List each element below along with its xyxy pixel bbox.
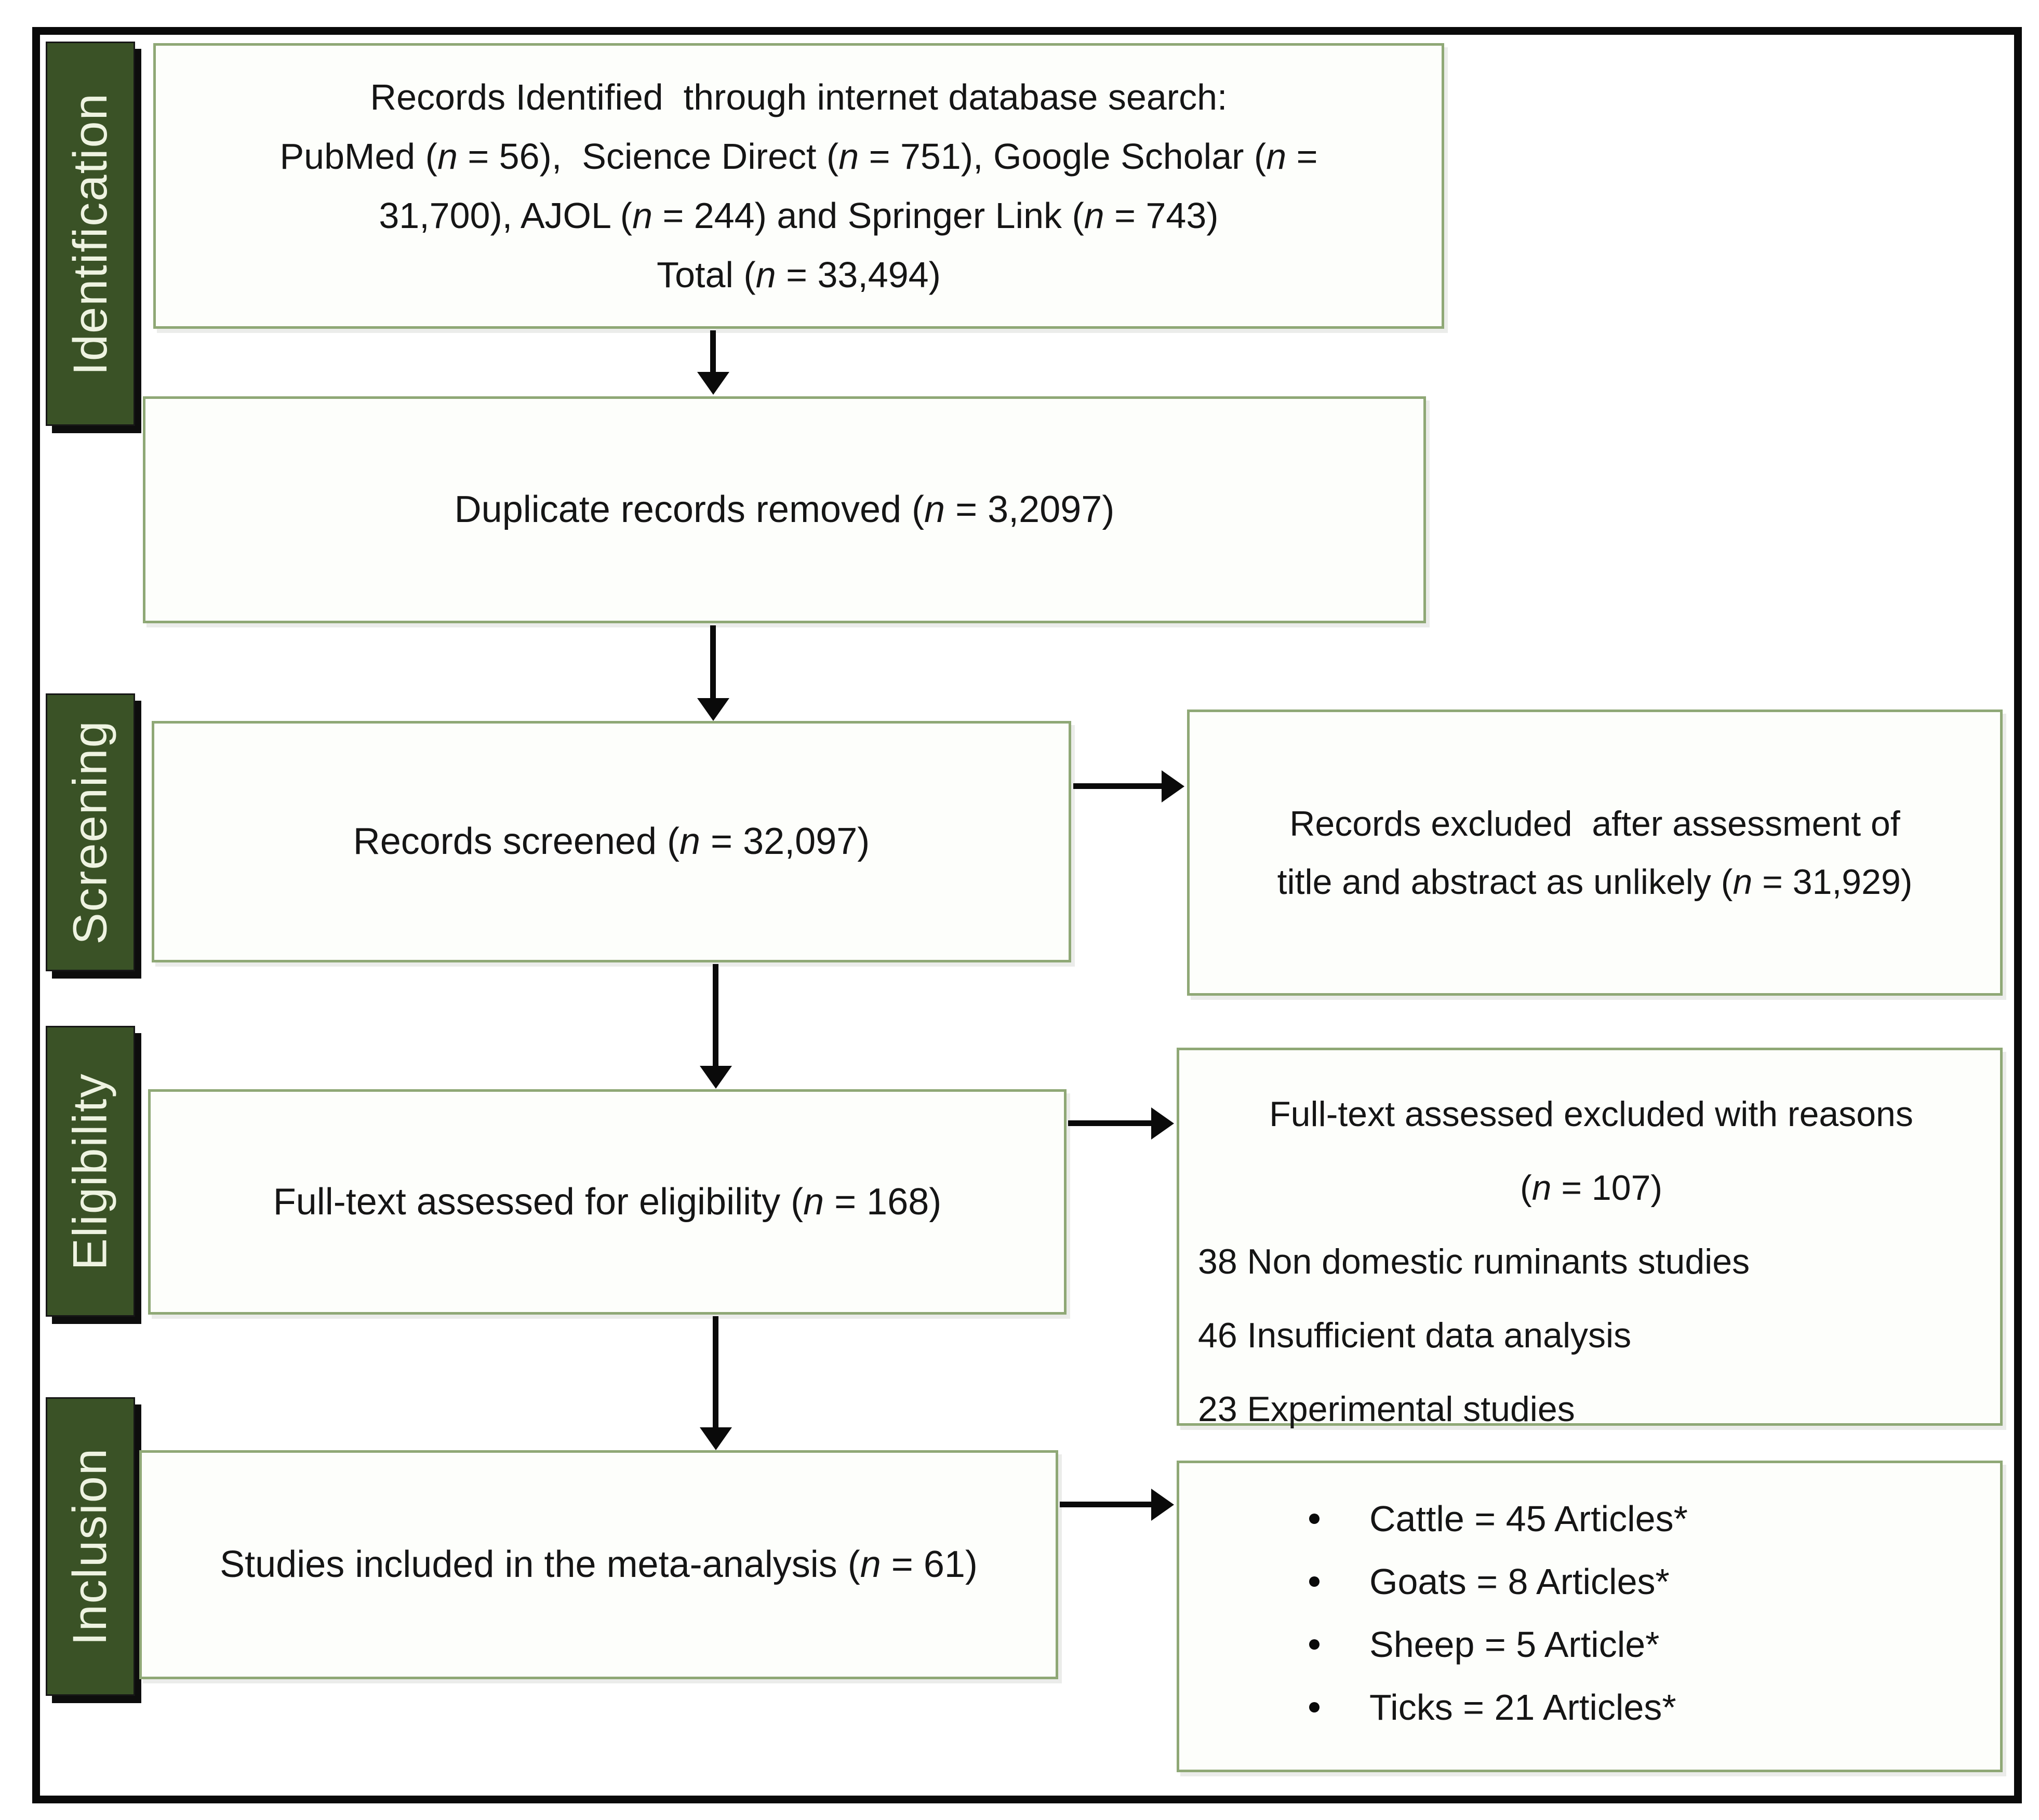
stage-label-eligibility: Eligibility (46, 1026, 135, 1317)
arrow-right-screened-to-excluded (1073, 783, 1162, 789)
arrow-down-duplicates-to-screened (710, 625, 716, 698)
breakdown-item: Goats = 8 Articles* (1369, 1561, 1670, 1602)
bullet-icon (1309, 1576, 1320, 1587)
box-included-breakdown: Cattle = 45 Articles* Goats = 8 Articles… (1177, 1461, 2003, 1772)
stage-label-identification: Identification (46, 42, 135, 426)
arrow-down-identified-to-duplicates (710, 330, 716, 372)
box-records-excluded: Records excluded after assessment of tit… (1187, 710, 2003, 996)
stage-label-inclusion: Inclusion (46, 1397, 135, 1696)
outer-frame (32, 27, 2022, 1803)
list-item: Ticks = 21 Articles* (1309, 1676, 1990, 1738)
box-fulltext-excluded: Full-text assessed excluded with reasons… (1177, 1048, 2003, 1429)
breakdown-item: Cattle = 45 Articles* (1369, 1498, 1688, 1539)
breakdown-item: Ticks = 21 Articles* (1369, 1687, 1676, 1728)
box-title-line: (n = 107) (1520, 1168, 1663, 1208)
bullet-icon (1309, 1639, 1320, 1650)
stage-label-text: Eligibility (63, 1073, 117, 1270)
box-text-line: Records excluded after assessment of (1289, 804, 1900, 844)
box-fulltext-assessed: Full-text assessed for eligibility (n = … (148, 1089, 1067, 1315)
box-studies-included: Studies included in the meta-analysis (n… (139, 1450, 1058, 1679)
stage-label-text: Screening (63, 720, 117, 945)
box-text: Duplicate records removed (n = 3,2097) (454, 489, 1115, 530)
box-records-screened: Records screened (n = 32,097) (152, 721, 1071, 962)
box-text: Studies included in the meta-analysis (n… (220, 1544, 978, 1585)
arrow-right-included-to-breakdown (1060, 1502, 1151, 1507)
stage-label-text: Identification (63, 92, 117, 376)
box-text-line: Records Identified through internet data… (370, 77, 1228, 117)
exclusion-reason: 46 Insufficient data analysis (1198, 1316, 1632, 1355)
box-text-line: 31,700), AJOL (n = 244) and Springer Lin… (379, 195, 1219, 236)
arrow-right-fulltext-to-excluded (1068, 1120, 1151, 1126)
exclusion-reason: 38 Non domestic ruminants studies (1198, 1242, 1750, 1281)
stage-label-screening: Screening (46, 693, 135, 971)
list-item: Cattle = 45 Articles* (1309, 1487, 1990, 1550)
box-text-line: title and abstract as unlikely (n = 31,9… (1277, 862, 1913, 902)
arrow-down-screened-to-fulltext (713, 964, 718, 1066)
box-text-line: PubMed (n = 56), Science Direct (n = 751… (279, 136, 1318, 177)
box-title-line: Full-text assessed excluded with reasons (1269, 1094, 1913, 1134)
box-text: Records screened (n = 32,097) (353, 821, 870, 862)
stage-label-text: Inclusion (63, 1447, 117, 1646)
breakdown-item: Sheep = 5 Article* (1369, 1624, 1660, 1665)
arrow-down-fulltext-to-included (713, 1316, 718, 1427)
list-item: Sheep = 5 Article* (1309, 1613, 1990, 1676)
bullet-icon (1309, 1513, 1320, 1524)
bullet-icon (1309, 1702, 1320, 1712)
box-text-line: Total (n = 33,494) (657, 255, 941, 295)
box-text: Full-text assessed for eligibility (n = … (273, 1181, 942, 1223)
exclusion-reason: 23 Experimental studies (1198, 1389, 1575, 1429)
box-duplicates-removed: Duplicate records removed (n = 3,2097) (143, 396, 1426, 623)
box-records-identified: Records Identified through internet data… (153, 43, 1444, 329)
list-item: Goats = 8 Articles* (1309, 1550, 1990, 1613)
